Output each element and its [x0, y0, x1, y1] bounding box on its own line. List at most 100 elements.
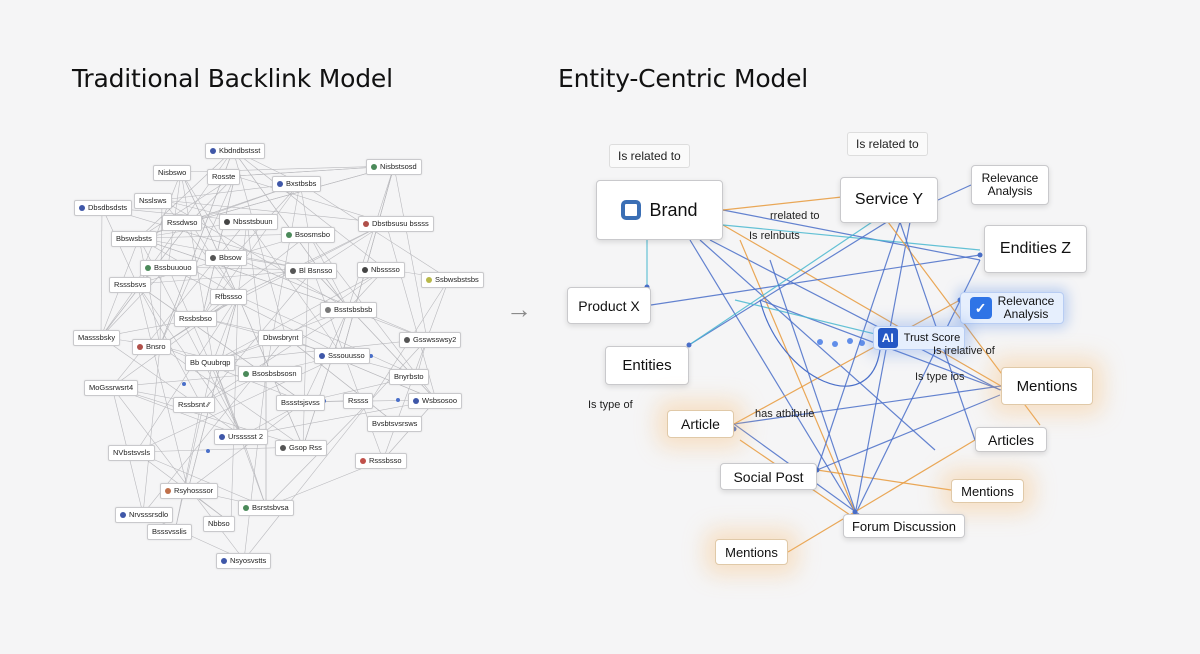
backlink-edge — [241, 435, 267, 508]
entity-node-articles[interactable]: Articles — [975, 427, 1047, 452]
backlink-node[interactable]: Bnyrbsto — [389, 369, 429, 385]
entity-node-product-x[interactable]: Product X — [567, 287, 651, 324]
backlink-edge — [241, 399, 437, 437]
site-favicon-icon — [145, 265, 151, 271]
site-favicon-icon — [360, 458, 366, 464]
entity-node-forum-discussion[interactable]: Forum Discussion — [843, 514, 965, 538]
backlink-node[interactable]: Rssbsnt ⁄⁄ — [173, 397, 215, 413]
backlink-edge — [100, 266, 169, 338]
backlink-node[interactable]: Rsssbsvs — [109, 277, 152, 293]
backlink-node[interactable]: Rsssbsso — [355, 453, 407, 469]
backlink-node[interactable]: Gsswsswsy2 — [399, 332, 462, 348]
backlink-node[interactable]: Nsslsws — [134, 193, 172, 209]
backlink-node-label: Sssouusso — [328, 351, 365, 360]
backlink-node[interactable]: Bl Bsnsso — [285, 263, 338, 279]
backlink-node[interactable]: Nbsssso — [357, 262, 405, 278]
backlink-node[interactable]: Gsop Rss — [275, 440, 327, 456]
entity-node-mentions[interactable]: Mentions — [951, 479, 1024, 503]
backlink-node[interactable]: MoGssrwsrt4 — [84, 380, 139, 396]
entity-node-mentions[interactable]: Mentions — [715, 539, 788, 565]
site-favicon-icon — [290, 268, 296, 274]
edge-label-relative-of: Is irelative of — [933, 345, 995, 357]
backlink-node[interactable]: Kbdndbstsst — [205, 143, 266, 159]
backlink-node[interactable]: Nisbswo — [153, 165, 192, 181]
backlink-node-label: Bnsro — [146, 342, 166, 351]
entity-edge — [688, 219, 891, 346]
trust-score-node[interactable]: AI Trust Score — [873, 326, 965, 350]
backlink-node[interactable]: Bsssvsslis — [147, 524, 192, 540]
backlink-node-label: Bsosmsbo — [295, 230, 331, 239]
backlink-node[interactable]: Sssouusso — [314, 348, 370, 364]
site-favicon-icon — [221, 558, 227, 564]
entity-node-entities-z[interactable]: Endities Z — [984, 225, 1087, 273]
backlink-edge — [111, 295, 239, 388]
node-label: Analysis — [987, 184, 1033, 198]
signal-pulse-dot — [817, 339, 823, 345]
backlink-node-label: Kbdndbstsst — [219, 146, 261, 155]
backlink-node[interactable]: Bxstbsbs — [272, 176, 322, 192]
ai-badge-icon: AI — [877, 328, 898, 348]
backlink-node[interactable]: Bssstsjsvss — [276, 395, 325, 411]
entity-edge — [650, 254, 981, 306]
backlink-edge — [200, 308, 349, 405]
backlink-node[interactable]: Rsyhosssor — [160, 483, 219, 499]
backlink-node[interactable]: Rssdwso — [162, 215, 203, 231]
backlink-node[interactable]: Nrvsssrsdlo — [115, 507, 174, 523]
right-diagram-title: Entity-Centric Model — [558, 64, 809, 93]
backlink-node[interactable]: Rssbsbso — [174, 311, 217, 327]
backlink-node[interactable]: Bvsbtsvsrsws — [367, 416, 423, 432]
entity-node-service-y[interactable]: Service Y — [840, 177, 938, 223]
backlink-node-label: Dbstbsusu bssss — [372, 219, 429, 228]
backlink-node[interactable]: Masssbsky — [73, 330, 121, 346]
entity-edge — [937, 184, 972, 201]
site-favicon-icon — [210, 148, 216, 154]
transition-arrow-icon: → — [506, 294, 532, 324]
backlink-edge — [138, 149, 234, 239]
backlink-node[interactable]: Bsstsbsbsb — [320, 302, 378, 318]
backlink-edge — [167, 266, 343, 356]
backlink-node[interactable]: Dbsdbsdsts — [74, 200, 133, 216]
backlink-edge — [200, 269, 314, 405]
backlink-node[interactable]: Bbswsbsts — [111, 231, 157, 247]
entity-node-mentions[interactable]: Mentions — [1001, 367, 1093, 405]
backlink-edge — [187, 295, 239, 491]
backlink-node[interactable]: Rssss — [343, 393, 374, 409]
backlink-node[interactable]: Bbsow — [205, 250, 247, 266]
backlink-node[interactable]: Nsyosvstts — [216, 553, 272, 569]
backlink-node[interactable]: Nbbso — [203, 516, 235, 532]
entity-node-relevance-analysis[interactable]: Relevance Analysis — [971, 165, 1049, 205]
entity-edge — [816, 394, 1001, 471]
entity-node-brand[interactable]: Brand — [596, 180, 723, 240]
signal-pulse-dot — [859, 340, 865, 346]
backlink-node[interactable]: Bssbuuouo — [140, 260, 197, 276]
backlink-node[interactable]: Dbstbsusu bssss — [358, 216, 434, 232]
backlink-node[interactable]: Rfbssso — [210, 289, 248, 305]
backlink-node[interactable]: Rosste — [207, 169, 241, 185]
backlink-node[interactable]: Wsbsosoo — [408, 393, 463, 409]
backlink-node[interactable]: Nisbstsosd — [366, 159, 422, 175]
backlink-node[interactable]: Bsosmsbo — [281, 227, 336, 243]
backlink-node[interactable]: Bb Quubrqp — [185, 355, 236, 371]
backlink-node[interactable]: Bsosbsbsosn — [238, 366, 302, 382]
backlink-edge — [159, 345, 305, 403]
entity-node-relevance-analysis-ai[interactable]: ✓ Relevance Analysis — [960, 292, 1064, 324]
entity-node-entities[interactable]: Entities — [605, 346, 689, 385]
entity-edge — [733, 385, 1002, 425]
entity-node-social-post[interactable]: Social Post — [720, 463, 817, 490]
entity-node-article[interactable]: Article — [667, 410, 734, 438]
backlink-node[interactable]: Urssssst 2 — [214, 429, 269, 445]
site-favicon-icon — [120, 512, 126, 518]
backlink-node-label: Rosste — [212, 172, 236, 181]
backlink-node[interactable]: NVbstsvsls — [108, 445, 156, 461]
backlink-node[interactable]: Ssbwsbstsbs — [421, 272, 484, 288]
backlink-edge — [212, 295, 239, 363]
edge-endpoint-dot — [852, 509, 858, 515]
backlink-node[interactable]: Nbsstsbuun — [219, 214, 278, 230]
backlink-node[interactable]: Dbwsbrynt — [258, 330, 304, 346]
backlink-node[interactable]: Bnsro — [132, 339, 171, 355]
backlink-node[interactable]: Bsrstsbvsa — [238, 500, 294, 516]
backlink-node-label: Dbwsbrynt — [263, 333, 299, 342]
relevance-check-icon: ✓ — [969, 297, 992, 319]
backlink-edge — [174, 361, 214, 532]
